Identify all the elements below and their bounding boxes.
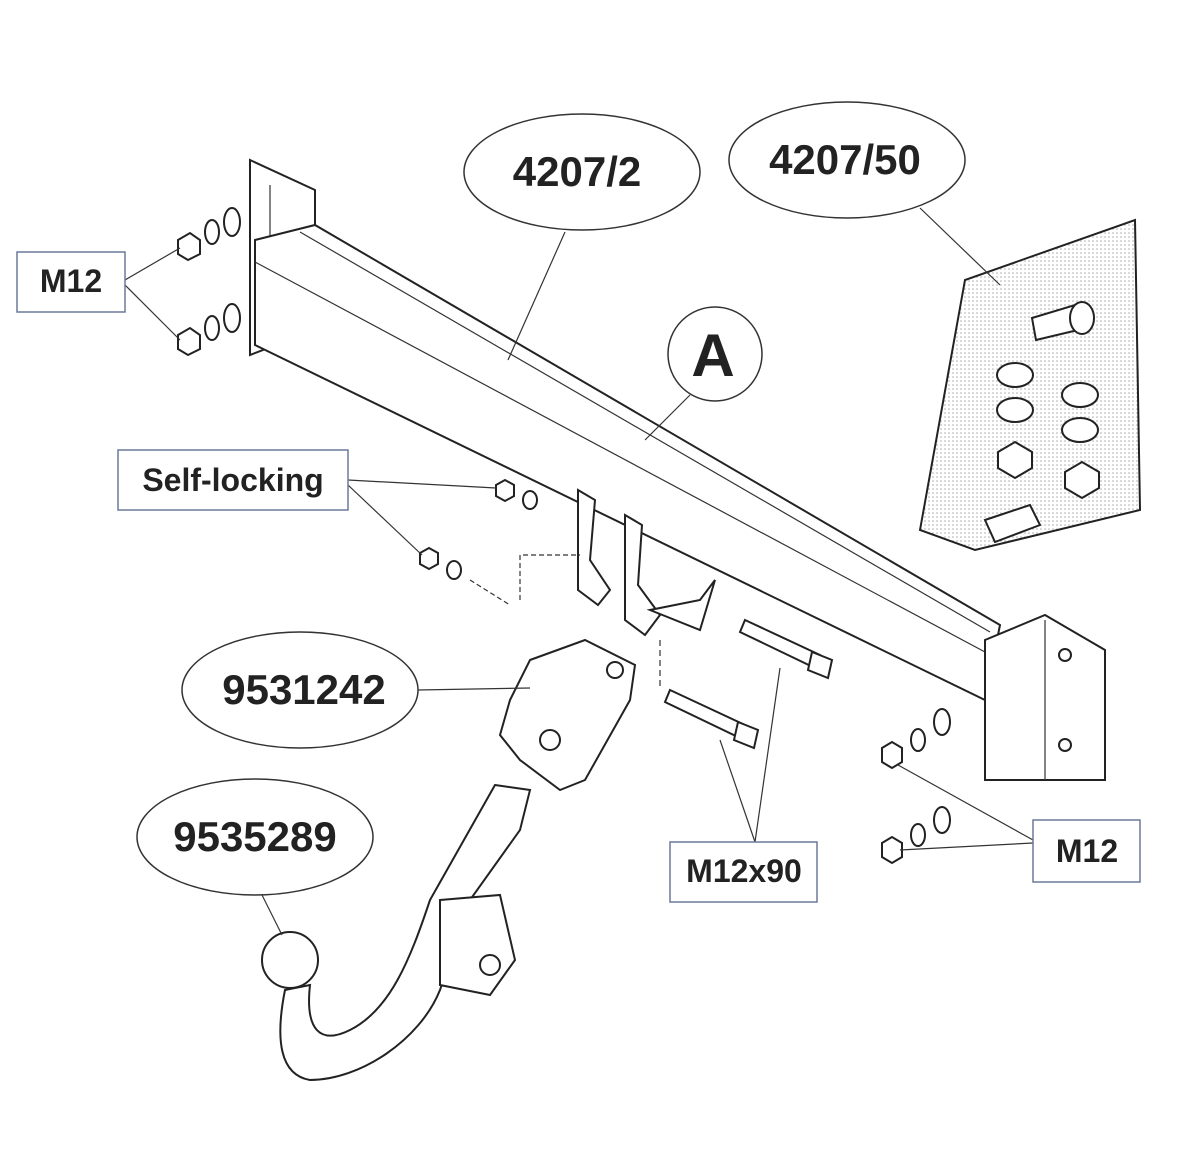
coupling-hanger-plates <box>577 488 716 690</box>
label-m12x90: M12x90 <box>669 841 818 903</box>
bolts-text: M12x90 <box>686 853 802 889</box>
right-nuts-washers <box>881 708 951 865</box>
label-4207-2: 4207/2 <box>463 113 701 231</box>
socket-plate-9531242 <box>498 638 637 792</box>
label-self-locking: Self-locking <box>117 449 349 511</box>
socket-part-number: 9531242 <box>222 666 386 713</box>
left-nuts-washers <box>177 207 241 357</box>
kit-part-number: 4207/50 <box>769 136 921 183</box>
beam-part-number: 4207/2 <box>513 148 641 195</box>
self-locking-text: Self-locking <box>142 462 323 498</box>
label-4207-50: 4207/50 <box>728 101 966 219</box>
label-detail-a: A <box>667 306 763 402</box>
m12-left-text: M12 <box>40 263 102 299</box>
label-m12-left: M12 <box>16 251 126 313</box>
leader-lines <box>124 207 1034 936</box>
inset-detail-plate <box>918 218 1142 552</box>
label-m12-right: M12 <box>1032 819 1141 883</box>
label-9535289: 9535289 <box>136 778 374 896</box>
bolts-m12x90 <box>663 618 834 750</box>
self-locking-nuts <box>419 478 580 606</box>
detail-a-text: A <box>691 322 734 389</box>
crossbeam <box>254 223 1002 702</box>
ball-part-number: 9535289 <box>173 813 337 860</box>
m12-right-text: M12 <box>1056 833 1118 869</box>
towball-9535289 <box>261 783 532 1082</box>
label-9531242: 9531242 <box>181 631 419 749</box>
right-mounting-bracket <box>984 613 1106 781</box>
